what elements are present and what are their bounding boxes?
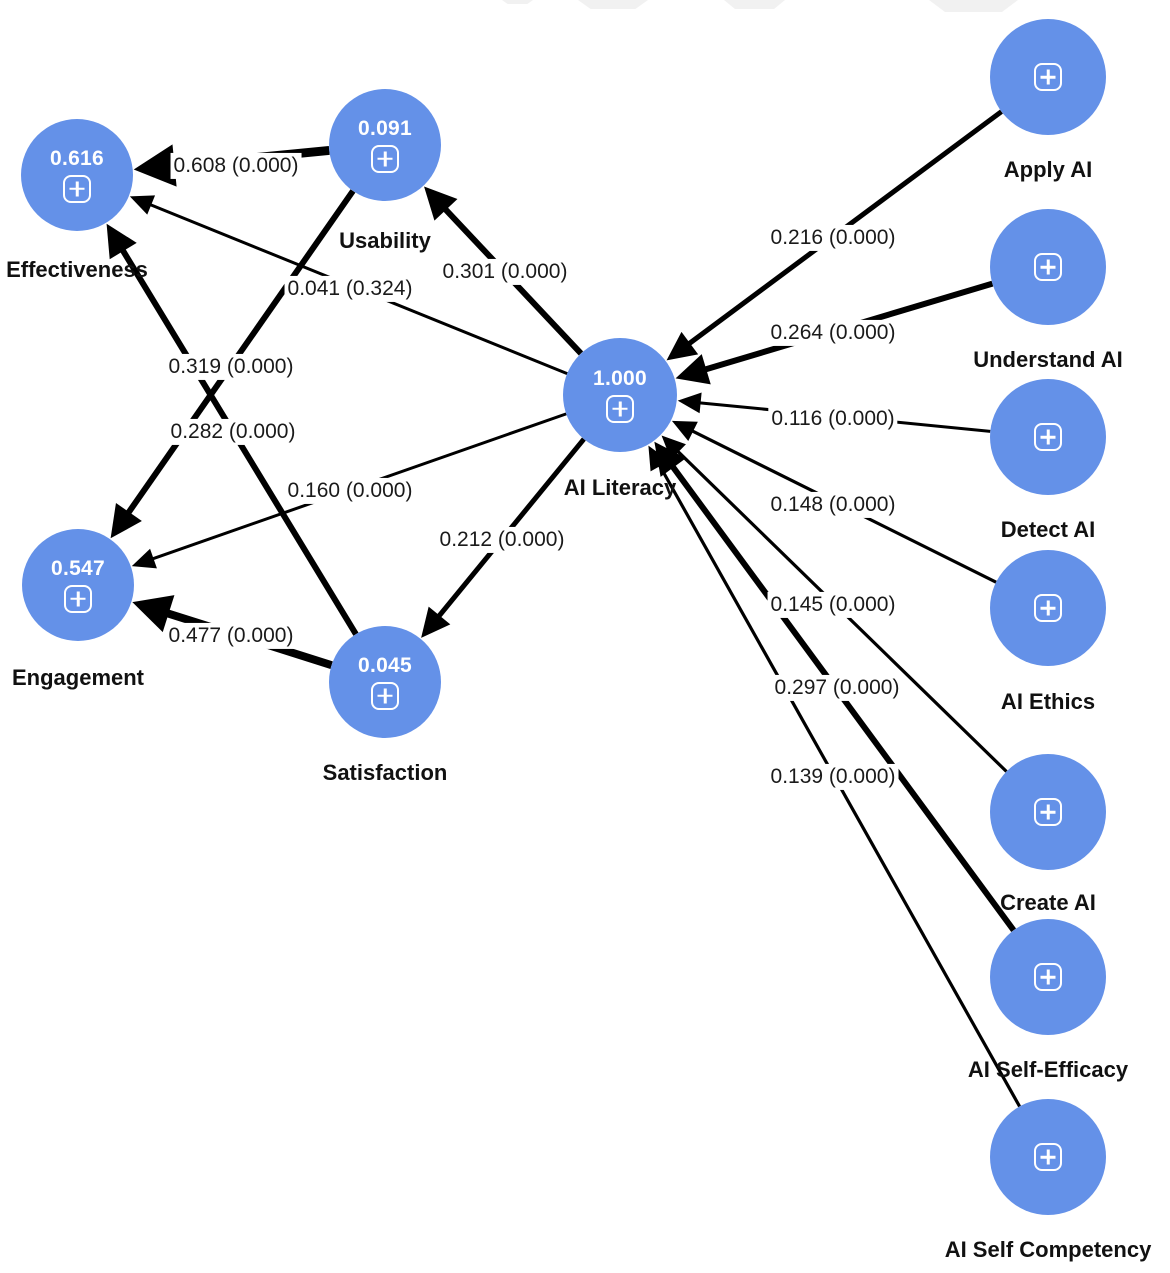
node-label-ai_self_competency[interactable]: AI Self Competency (944, 1236, 1152, 1262)
node-value-effectiveness: 0.616 (49, 146, 105, 170)
node-value-ai_literacy: 1.000 (592, 366, 648, 390)
node-engagement[interactable]: 0.547 (22, 529, 134, 641)
plus-icon[interactable] (606, 394, 634, 423)
edge-arrowhead-apply_ai-ai_literacy (666, 331, 699, 361)
path-coefficient-label-usability-engagement[interactable]: 0.319 (0.000) (165, 353, 297, 381)
node-ai_literacy[interactable]: 1.000 (563, 338, 677, 452)
path-coefficient-label-ai_literacy-satisfaction[interactable]: 0.212 (0.000) (436, 526, 568, 554)
node-detect_ai[interactable] (990, 379, 1106, 495)
node-usability[interactable]: 0.091 (329, 89, 441, 201)
node-label-understand_ai[interactable]: Understand AI (973, 346, 1123, 372)
plus-icon[interactable] (1034, 1143, 1062, 1171)
watermark-fragment (578, 0, 648, 9)
watermark-fragment (929, 0, 1018, 12)
edge-arrowhead-ai_literacy-engagement (131, 548, 157, 569)
node-create_ai[interactable] (990, 754, 1106, 870)
plus-icon[interactable] (1034, 963, 1062, 991)
node-label-ai_ethics[interactable]: AI Ethics (1000, 688, 1096, 714)
node-understand_ai[interactable] (990, 209, 1106, 325)
node-label-ai_literacy[interactable]: AI Literacy (563, 474, 677, 500)
node-apply_ai[interactable] (990, 19, 1106, 135)
edge-arrowhead-ai_literacy-usability (424, 186, 458, 221)
plus-icon[interactable] (1034, 253, 1062, 281)
node-label-detect_ai[interactable]: Detect AI (1000, 516, 1096, 542)
path-coefficient-label-satisfaction-engagement[interactable]: 0.477 (0.000) (165, 622, 297, 650)
plus-icon[interactable] (1034, 798, 1062, 826)
edge-arrowhead-detect_ai-ai_literacy (677, 392, 702, 414)
plus-icon[interactable] (63, 174, 91, 203)
path-coefficient-label-ai_self_efficacy-ai_literacy[interactable]: 0.297 (0.000) (771, 674, 903, 702)
path-coefficient-label-ai_ethics-ai_literacy[interactable]: 0.148 (0.000) (767, 491, 899, 519)
path-coefficient-label-ai_self_competency-ai_literacy[interactable]: 0.139 (0.000) (767, 763, 899, 791)
watermark-fragment (724, 0, 785, 9)
edge-arrowhead-create_ai-ai_literacy (661, 435, 686, 460)
node-ai_self_competency[interactable] (990, 1099, 1106, 1215)
edge-arrowhead-ai_self_competency-ai_literacy (648, 445, 670, 472)
path-coefficient-label-detect_ai-ai_literacy[interactable]: 0.116 (0.000) (768, 405, 898, 433)
edge-arrowhead-satisfaction-effectiveness (106, 223, 137, 260)
edge-arrowhead-usability-engagement (110, 502, 142, 539)
plus-icon[interactable] (1034, 63, 1062, 91)
edge-line-usability-engagement[interactable] (125, 189, 356, 516)
path-coefficient-label-ai_literacy-engagement[interactable]: 0.160 (0.000) (284, 477, 416, 505)
node-satisfaction[interactable]: 0.045 (329, 626, 441, 738)
plus-icon[interactable] (1034, 423, 1062, 451)
edge-arrowhead-usability-effectiveness (133, 144, 177, 187)
path-coefficient-label-create_ai-ai_literacy[interactable]: 0.145 (0.000) (767, 591, 899, 619)
plus-icon[interactable] (64, 584, 92, 613)
path-coefficient-label-usability-effectiveness[interactable]: 0.608 (0.000) (170, 152, 302, 180)
node-label-ai_self_efficacy[interactable]: AI Self-Efficacy (967, 1056, 1129, 1082)
node-label-satisfaction[interactable]: Satisfaction (322, 759, 448, 785)
path-coefficient-label-apply_ai-ai_literacy[interactable]: 0.216 (0.000) (767, 224, 899, 252)
plus-icon[interactable] (1034, 594, 1062, 622)
edge-arrowhead-ai_ethics-ai_literacy (671, 420, 698, 441)
node-label-effectiveness[interactable]: Effectiveness (6, 256, 148, 282)
node-label-create_ai[interactable]: Create AI (1000, 889, 1096, 915)
node-ai_self_efficacy[interactable] (990, 919, 1106, 1035)
edge-arrowhead-ai_literacy-satisfaction (421, 606, 451, 638)
path-coefficient-label-ai_literacy-effectiveness[interactable]: 0.041 (0.324) (284, 275, 416, 303)
node-value-satisfaction: 0.045 (357, 653, 413, 677)
edge-arrowhead-understand_ai-ai_literacy (675, 354, 711, 385)
plus-icon[interactable] (371, 144, 399, 173)
node-label-engagement[interactable]: Engagement (11, 664, 145, 690)
watermark-fragment (502, 0, 533, 4)
node-effectiveness[interactable]: 0.616 (21, 119, 133, 231)
node-ai_ethics[interactable] (990, 550, 1106, 666)
node-value-usability: 0.091 (357, 116, 413, 140)
path-coefficient-label-satisfaction-effectiveness[interactable]: 0.282 (0.000) (167, 418, 299, 446)
path-coefficient-label-ai_literacy-usability[interactable]: 0.301 (0.000) (439, 258, 571, 286)
plus-icon[interactable] (371, 681, 399, 710)
edge-arrowhead-satisfaction-engagement (132, 595, 175, 633)
node-label-usability[interactable]: Usability (339, 227, 431, 253)
edge-arrowhead-ai_literacy-effectiveness (129, 195, 156, 215)
path-coefficient-label-understand_ai-ai_literacy[interactable]: 0.264 (0.000) (767, 319, 899, 347)
node-label-apply_ai[interactable]: Apply AI (1003, 156, 1093, 182)
node-value-engagement: 0.547 (50, 556, 106, 580)
